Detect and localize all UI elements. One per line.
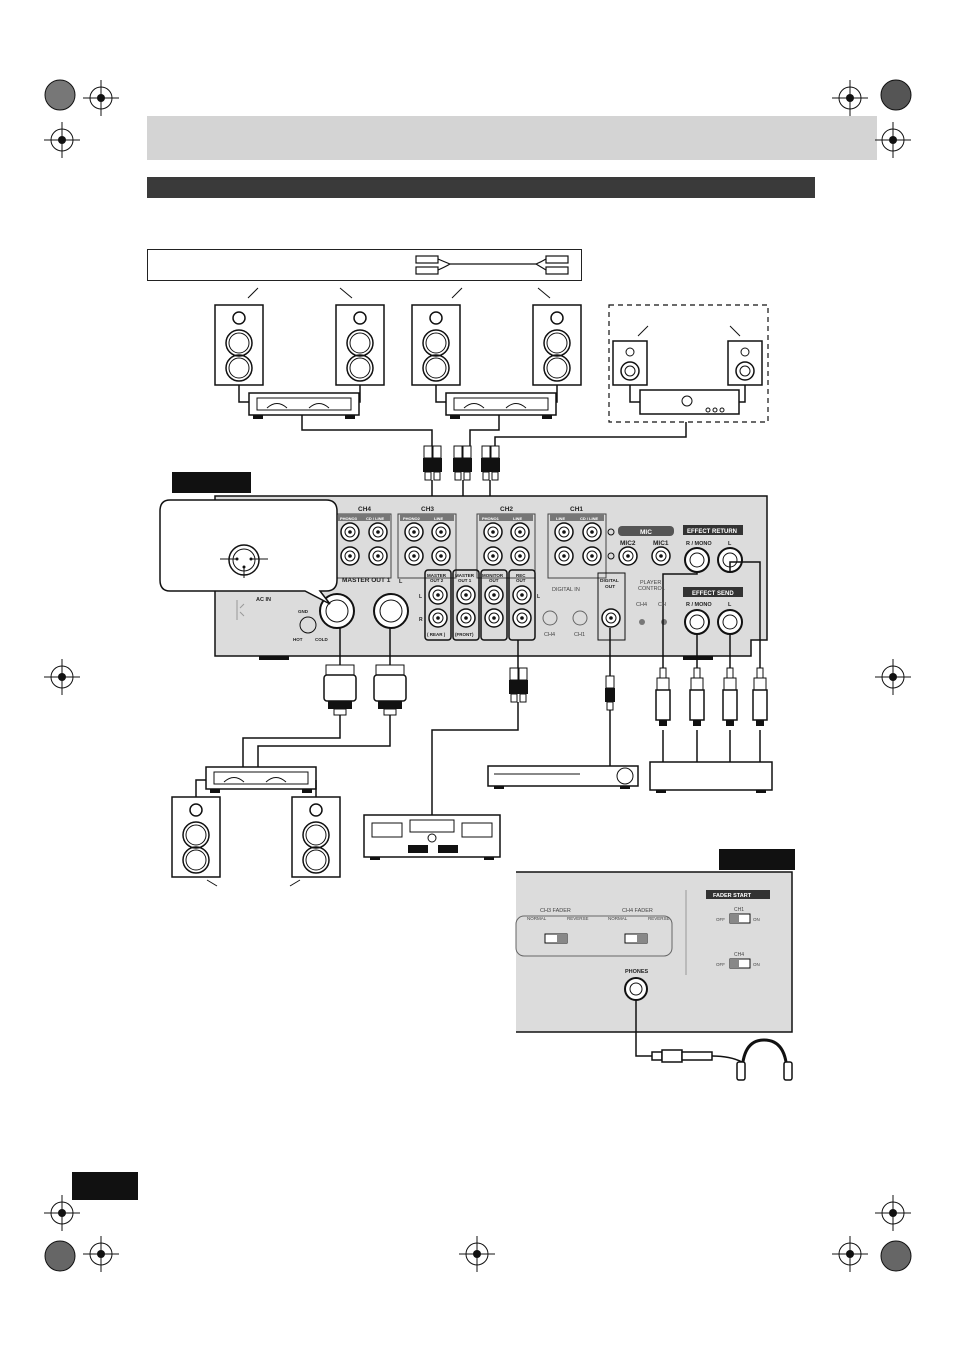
rca-plugs-top xyxy=(422,445,501,481)
speaker-set-master-out-1 xyxy=(411,287,582,420)
pin-r-label: R xyxy=(419,617,423,623)
digital-ch4-label: CH4 xyxy=(544,632,555,638)
master-out-1-l: L xyxy=(399,579,403,585)
ch1-on-label: ON xyxy=(753,917,760,922)
phones-label: PHONES xyxy=(625,969,649,975)
effect-send-l: L xyxy=(728,602,732,608)
speaker-set-master-out-2 xyxy=(214,287,385,420)
headphones xyxy=(635,1000,793,1081)
xlr-pin-callout xyxy=(159,499,338,605)
rec-out-line2: OUT xyxy=(516,578,526,583)
monitor-speaker-system xyxy=(608,304,769,423)
digital-out-cable xyxy=(604,628,616,775)
cassette-deck xyxy=(363,814,501,860)
player-ch4-label: CH4 xyxy=(636,602,647,608)
cable-legend-box xyxy=(147,249,582,281)
fader-start-label: FADER START xyxy=(713,893,752,899)
ch2-jack-a: PHONO1 xyxy=(482,516,500,521)
effect-jacks xyxy=(684,547,743,635)
digital-out-line2: OUT xyxy=(605,584,615,590)
effect-send-label: EFFECT SEND xyxy=(692,591,734,597)
rca-cable-icon xyxy=(415,255,569,275)
pin-l-label: L xyxy=(419,594,422,600)
digital-out-line1: DIGITAL xyxy=(600,578,619,584)
ch3-fader-label: CH3 FADER xyxy=(540,908,571,914)
effect-return-r-mono: R / MONO xyxy=(686,541,712,547)
monitor-out-line1: MONITOR xyxy=(482,573,504,578)
ch3-jack-b: LINE xyxy=(434,516,443,521)
rec-pin-l: L xyxy=(537,594,540,600)
ch3-label: CH3 xyxy=(421,506,434,513)
cold-label: COLD xyxy=(315,637,328,642)
header-bar xyxy=(147,116,877,160)
ch4-jack-a: PHONO3 xyxy=(340,516,358,521)
ch4-normal-label: NORMAL xyxy=(608,916,628,921)
registration-marks xyxy=(43,79,912,1273)
ch2-label: CH2 xyxy=(500,506,513,513)
effect-return-l: L xyxy=(728,541,732,547)
effect-send-r-mono: R / MONO xyxy=(686,602,712,608)
master-out-2-line2: OUT 2 xyxy=(430,578,444,583)
bottom-amp-and-speakers xyxy=(171,766,341,887)
ch4-label: CH4 xyxy=(358,506,371,513)
page-number-box xyxy=(72,1172,138,1200)
xlr-cables xyxy=(242,628,407,775)
ch1-jack-a: LINE xyxy=(556,516,565,521)
ch4-off-label: OFF xyxy=(716,962,725,967)
ac-in-label: AC IN xyxy=(256,597,271,603)
ch4-fader-label: CH4 FADER xyxy=(622,908,653,914)
rear-panel xyxy=(214,495,768,660)
monitor-out-line2: OUT xyxy=(489,578,499,583)
effect-plugs xyxy=(655,667,768,727)
ch1-label: CH1 xyxy=(570,506,583,513)
master-out-1-label: MASTER OUT 1 xyxy=(342,577,391,584)
ch1-jack-b: CD / LINE xyxy=(580,516,599,521)
mic2-label: MIC2 xyxy=(620,540,636,547)
rear-tag: ( REAR ) xyxy=(427,632,446,637)
hot-label: HOT xyxy=(293,637,303,642)
master-out-1s-line2: OUT 1 xyxy=(458,578,472,583)
gnd-label: GND xyxy=(298,609,309,614)
mic-header: MIC xyxy=(640,529,652,536)
rec-out-cable xyxy=(431,640,529,815)
front-tag: (FRONT) xyxy=(455,632,474,637)
fader-start-ch4-label: CH4 xyxy=(734,952,744,958)
effect-cables xyxy=(662,561,761,762)
rear-panel-tag xyxy=(172,472,251,493)
front-panel xyxy=(515,871,793,1033)
player-ch-partial-label: CH xyxy=(658,602,666,608)
section-bar xyxy=(147,177,815,198)
disc-player xyxy=(487,765,639,789)
ch1-off-label: OFF xyxy=(716,917,725,922)
rec-out-line1: REC xyxy=(516,573,526,578)
effector-unit xyxy=(649,761,773,793)
player-control-line1: PLAYER xyxy=(640,580,661,586)
ch3-jack-a: PHONO2 xyxy=(403,516,421,521)
fader-start-ch1-label: CH1 xyxy=(734,907,744,913)
ch2-jack-b: LINE xyxy=(513,516,522,521)
player-control-line2: CONTROL xyxy=(638,586,665,592)
ch4-on-label: ON xyxy=(753,962,760,967)
master-out-2-line1: MASTER xyxy=(427,573,447,578)
front-panel-tag xyxy=(719,849,795,870)
ch4-jack-b: CD / LINE xyxy=(366,516,385,521)
effect-return-label: EFFECT RETURN xyxy=(687,529,737,535)
ch3-reverse-label: REVERSE xyxy=(567,916,589,921)
ch4-reverse-label: REVERSE xyxy=(648,916,670,921)
digital-in-label: DIGITAL IN xyxy=(552,587,580,593)
ch3-normal-label: NORMAL xyxy=(527,916,547,921)
mic1-label: MIC1 xyxy=(653,540,669,547)
channel-inputs xyxy=(335,513,615,579)
digital-ch1-label: CH1 xyxy=(574,632,585,638)
master-out-1s-line1: MASTER xyxy=(455,573,475,578)
